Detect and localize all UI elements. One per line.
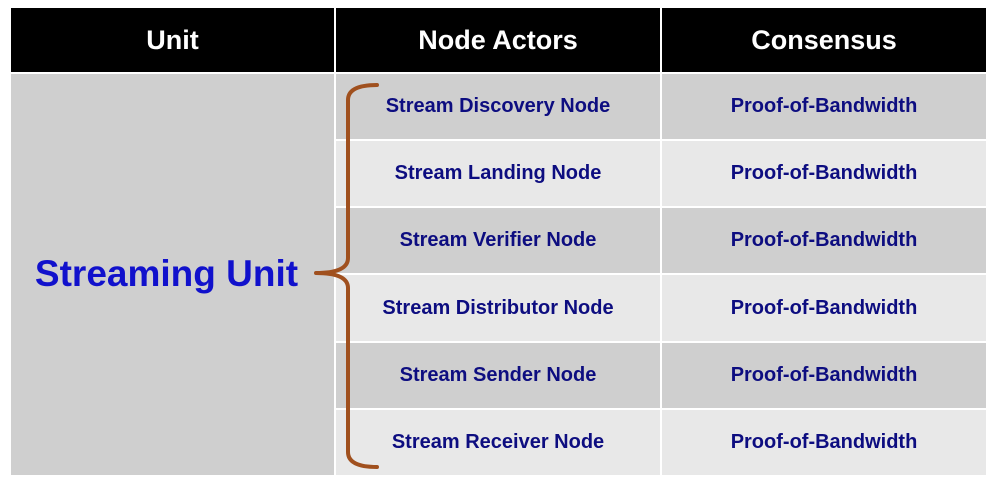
unit-table: Unit Node Actors Consensus Streaming Uni…: [11, 8, 986, 475]
table-row-actor: Stream Distributor Node: [336, 275, 660, 341]
table-row-consensus: Proof-of-Bandwidth: [662, 342, 986, 408]
table-row-consensus: Proof-of-Bandwidth: [662, 409, 986, 475]
table-row-consensus: Proof-of-Bandwidth: [662, 208, 986, 274]
table-row-actor: Stream Discovery Node: [336, 74, 660, 140]
table-row-actor: Stream Landing Node: [336, 141, 660, 207]
header-consensus: Consensus: [662, 8, 986, 72]
unit-cell: Streaming Unit: [11, 74, 334, 475]
table-row-consensus: Proof-of-Bandwidth: [662, 275, 986, 341]
table-row-actor: Stream Verifier Node: [336, 208, 660, 274]
table-row-actor: Stream Sender Node: [336, 342, 660, 408]
header-node-actors: Node Actors: [336, 8, 660, 72]
header-unit: Unit: [11, 8, 334, 72]
unit-label: Streaming Unit: [34, 253, 299, 295]
table-row-actor: Stream Receiver Node: [336, 409, 660, 475]
table-row-consensus: Proof-of-Bandwidth: [662, 74, 986, 140]
table-row-consensus: Proof-of-Bandwidth: [662, 141, 986, 207]
